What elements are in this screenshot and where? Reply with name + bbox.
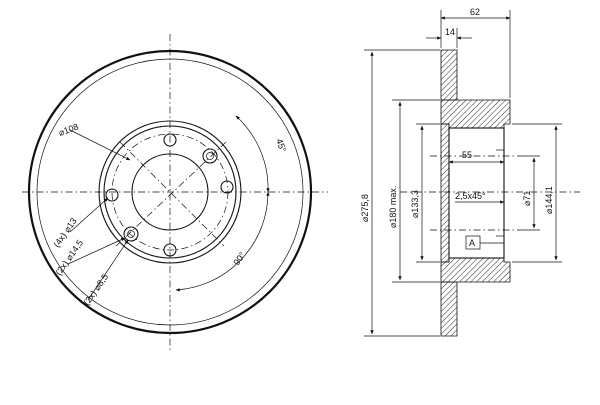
- angle-90-arc: [175, 191, 270, 292]
- min-thickness-label: ⌀180 max.: [388, 186, 398, 228]
- datum-box: [465, 235, 481, 250]
- angle-45-arc: [235, 115, 270, 193]
- hat-web: [440, 123, 450, 263]
- hub-face-outline: [448, 127, 505, 259]
- stud-hole-inner: [127, 230, 135, 238]
- stud-hole-inner: [206, 152, 214, 160]
- datum-label: A: [469, 238, 475, 248]
- outer-rim-circle: [27, 49, 313, 335]
- hat-wall-top: [440, 99, 511, 129]
- bolt-hole: [105, 188, 119, 202]
- pilot-hole-leader: [87, 239, 129, 301]
- diagonal-centerline: [115, 141, 227, 247]
- center-hole-label: ⌀71: [522, 191, 532, 206]
- bolt-hole-leader: [69, 197, 109, 233]
- angle-90-label: 90°: [231, 250, 247, 267]
- stud-hole-leader: [67, 237, 126, 265]
- rim-edge-circle: [36, 58, 304, 326]
- chamfer-label: 2,5x45°: [455, 191, 486, 201]
- center-bore-label: ⌀108: [57, 121, 80, 137]
- center-bore-leader: [69, 129, 131, 161]
- stud-hole: [123, 226, 139, 242]
- bolt-hole: [163, 133, 177, 147]
- flange-thickness-label: 14: [445, 27, 455, 37]
- side-view: 62 14 ⌀275,8 ⌀180 max. ⌀133,3 55 2,5x45°…: [360, 7, 580, 337]
- stud-holes: [123, 148, 218, 242]
- outer-diameter-label: ⌀275,8: [360, 194, 370, 222]
- angle-45-label: 45°: [274, 137, 288, 154]
- overall-width-label: 62: [470, 7, 480, 17]
- hub-diameter-label: ⌀133,3: [410, 190, 420, 218]
- flange-section-bottom: [440, 281, 458, 337]
- pilot-hole-label: (2x) ⌀8,5: [81, 272, 110, 307]
- front-view: ⌀108 (4x) ⌀13 (2x) ⌀14,5 (2x) ⌀8,5 45° 9…: [22, 34, 328, 352]
- pcd-label: ⌀144,1: [544, 186, 554, 214]
- flange-section-top: [440, 49, 458, 101]
- hat-wall-bottom: [440, 257, 511, 283]
- stud-hole: [202, 148, 218, 164]
- hat-depth-label: 55: [462, 150, 472, 160]
